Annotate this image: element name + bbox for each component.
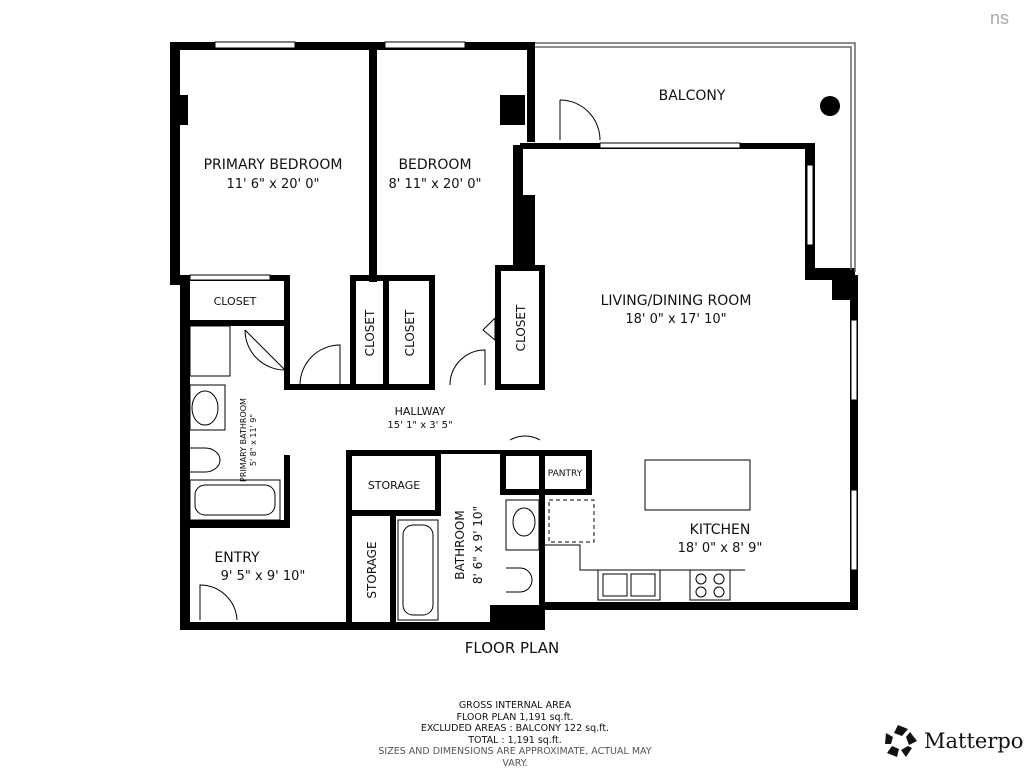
- ns-logo: ns: [990, 8, 1010, 28]
- matterport-wordmark: Matterport: [924, 729, 1024, 753]
- closet-label: CLOSET: [514, 304, 528, 351]
- entry-label: ENTRY: [214, 550, 260, 566]
- kitchen-label: KITCHEN: [690, 522, 751, 538]
- primary-bedroom-dims: 11' 6" x 20' 0": [227, 177, 320, 192]
- entry-dims: 9' 5" x 9' 10": [221, 569, 306, 584]
- kitchen-dims: 18' 0" x 8' 9": [678, 541, 763, 556]
- area-heading: GROSS INTERNAL AREA: [458, 700, 572, 711]
- primary-bathroom-dims: 5' 8" x 11' 9": [249, 414, 258, 466]
- balcony-label: BALCONY: [659, 88, 726, 104]
- closet-label: CLOSET: [363, 309, 377, 356]
- storage-label: STORAGE: [368, 479, 420, 492]
- plan-title: FLOOR PLAN: [465, 639, 559, 657]
- matterport-icon: [885, 725, 917, 757]
- bedroom-dims: 8' 11" x 20' 0": [389, 177, 482, 192]
- balcony-outline: [535, 42, 856, 272]
- hallway-dims: 15' 1" x 3' 5": [387, 420, 452, 431]
- area-excluded: EXCLUDED AREAS : BALCONY 122 sq.ft.: [420, 723, 610, 734]
- windows: [189, 41, 858, 571]
- living-dims: 18' 0" x 17' 10": [625, 312, 726, 327]
- fixtures: [189, 325, 751, 621]
- area-floor-plan: FLOOR PLAN 1,191 sq.ft.: [456, 711, 574, 723]
- closet-label: CLOSET: [214, 295, 257, 308]
- doors: [199, 99, 601, 621]
- pantry-label: PANTRY: [548, 469, 583, 479]
- primary-bathroom-label: PRIMARY BATHROOM: [239, 398, 248, 482]
- bathroom-dims: 8' 6" x 9' 10": [471, 506, 485, 584]
- primary-bedroom-label: PRIMARY BEDROOM: [204, 157, 343, 173]
- hallway-label: HALLWAY: [395, 405, 446, 418]
- bedroom-label: BEDROOM: [398, 157, 471, 173]
- storage-label: STORAGE: [365, 541, 379, 598]
- closet-label: CLOSET: [403, 309, 417, 356]
- matterport-logo: Matterport: [884, 724, 1024, 758]
- walls: [170, 42, 858, 630]
- area-note: SIZES AND DIMENSIONS ARE APPROXIMATE, AC…: [378, 746, 652, 769]
- area-summary: GROSS INTERNAL AREA FLOOR PLAN 1,191 sq.…: [370, 700, 660, 769]
- living-label: LIVING/DINING ROOM: [601, 293, 752, 309]
- column-icon: [820, 96, 840, 116]
- area-total: TOTAL : 1,191 sq.ft.: [468, 734, 562, 746]
- bathroom-label: BATHROOM: [453, 510, 467, 579]
